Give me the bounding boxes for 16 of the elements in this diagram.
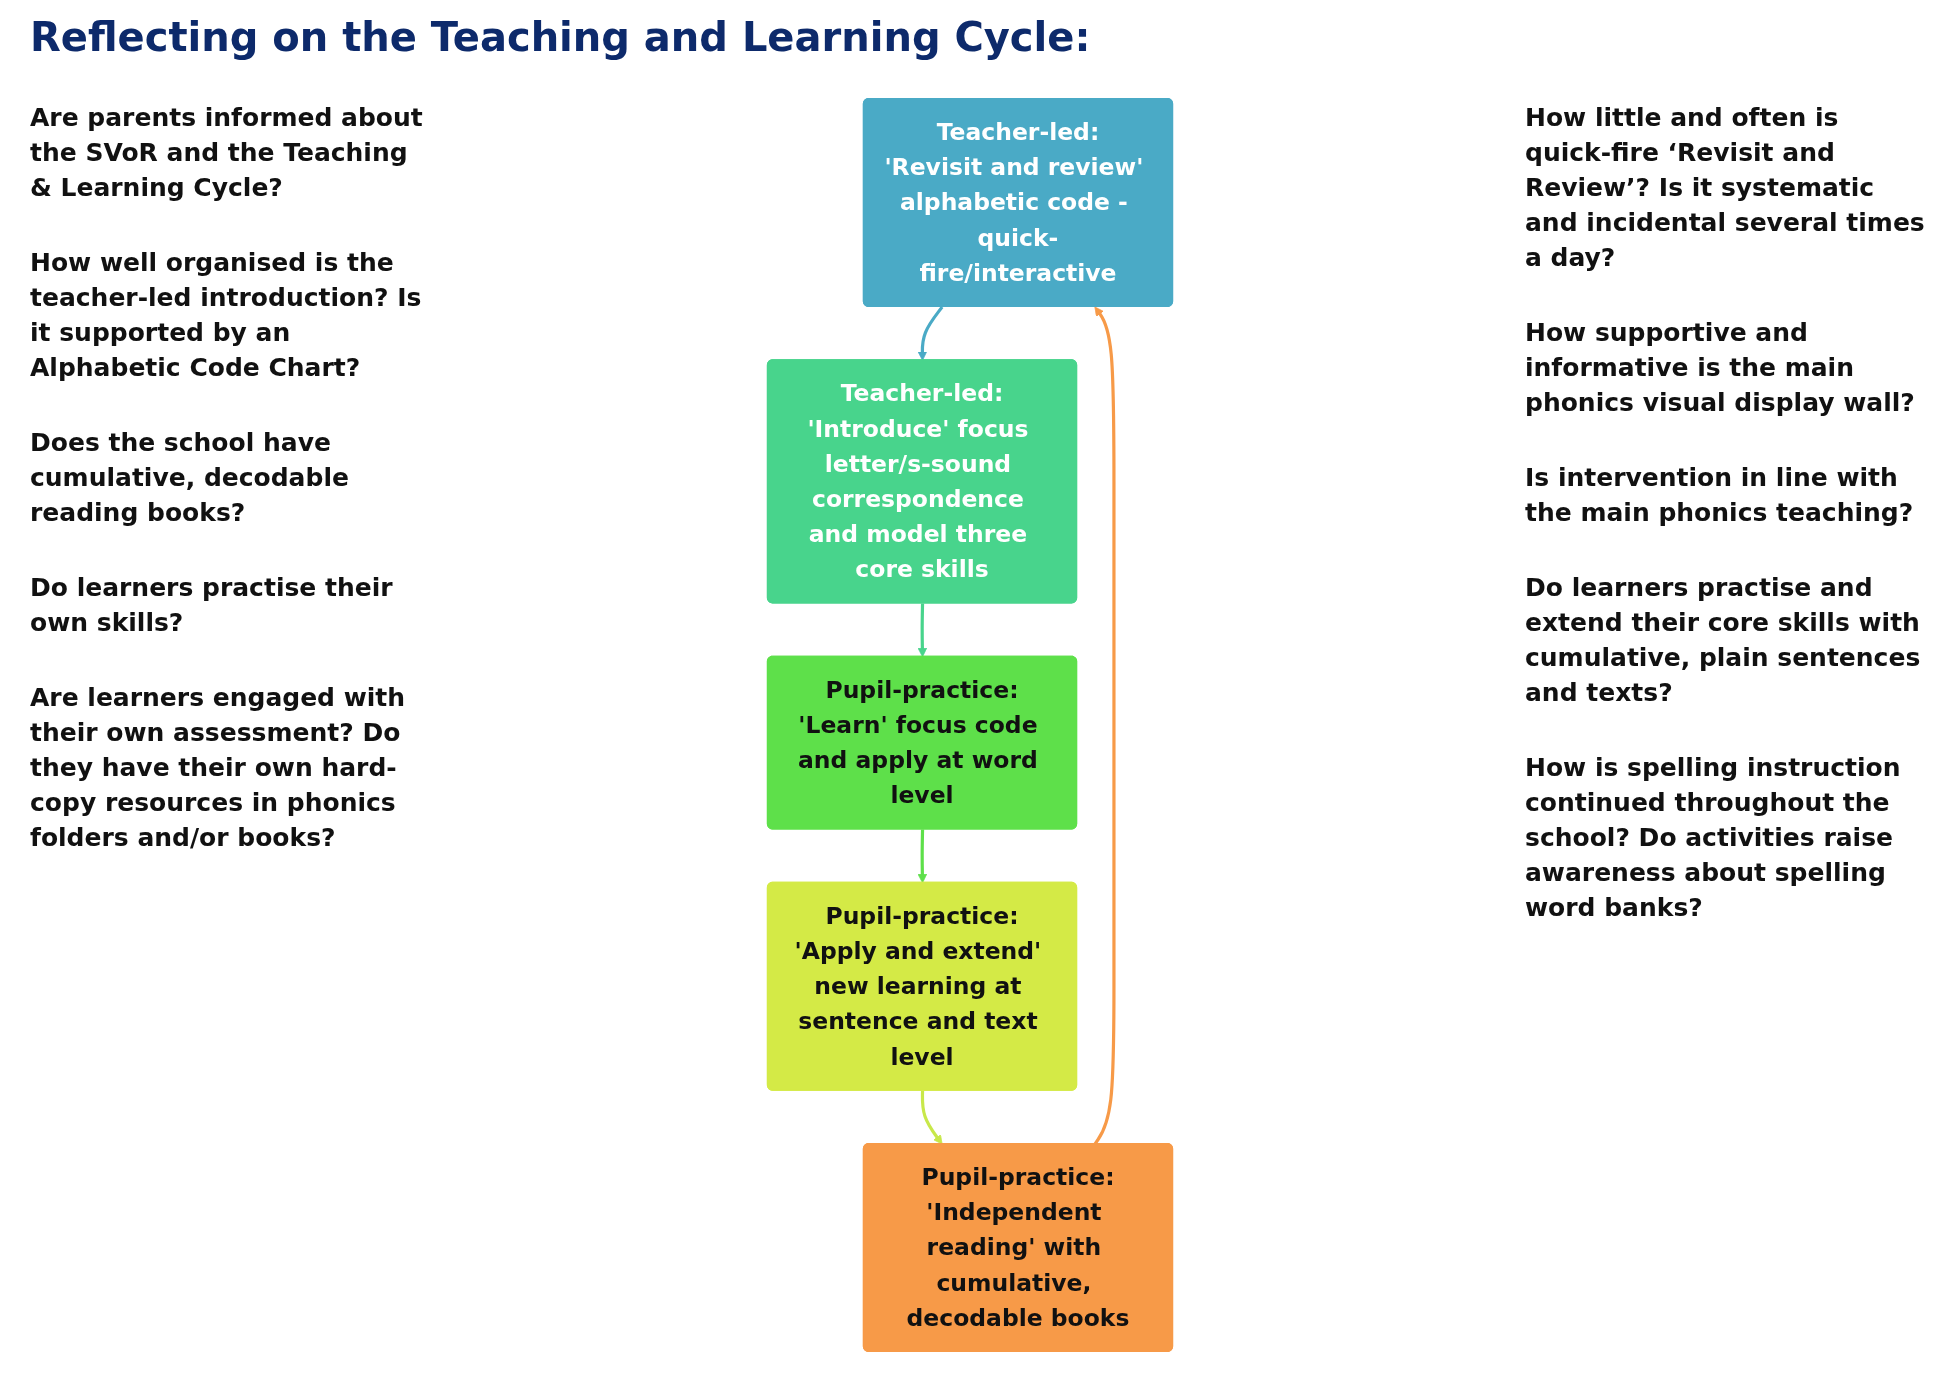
question-text: Are parents informed about the SVoR and the Teaching & Learning Cycle? — [30, 102, 424, 204]
question-text: Does the school have cumulative, decodable reading books? — [30, 427, 350, 529]
question-text: How well organised is the teacher-led introduction? Is it supported by an Alphabetic Code Chart? — [30, 247, 423, 384]
question-text: Are learners engaged with their own assessment? Do they have their own hard-copy resources in phonics folders and/or books? — [30, 682, 407, 854]
arrow — [917, 603, 928, 658]
question-text: How little and often is quick-fire ‘Revisit and Review’? Is it systematic and incidental several times a day? — [1525, 102, 1925, 274]
arrow — [920, 1090, 943, 1145]
question-text: How is spelling instruction continued throughout the school? Do activities raise awareness about spelling word banks? — [1525, 752, 1902, 924]
arrow — [1093, 306, 1116, 1145]
title: Reflecting on the Teaching and Learning Cycle: — [30, 14, 1091, 60]
question-text: How supportive and informative is the main phonics visual display wall? — [1525, 317, 1916, 419]
question-text: Do learners practise their own skills? — [30, 572, 394, 639]
question-text: Is intervention in line with the main phonics teaching? — [1525, 462, 1915, 529]
arrow — [917, 829, 928, 884]
question-text: Do learners practise and extend their core skills with cumulative, plain sentences and texts? — [1525, 572, 1922, 709]
arrow — [917, 306, 944, 361]
